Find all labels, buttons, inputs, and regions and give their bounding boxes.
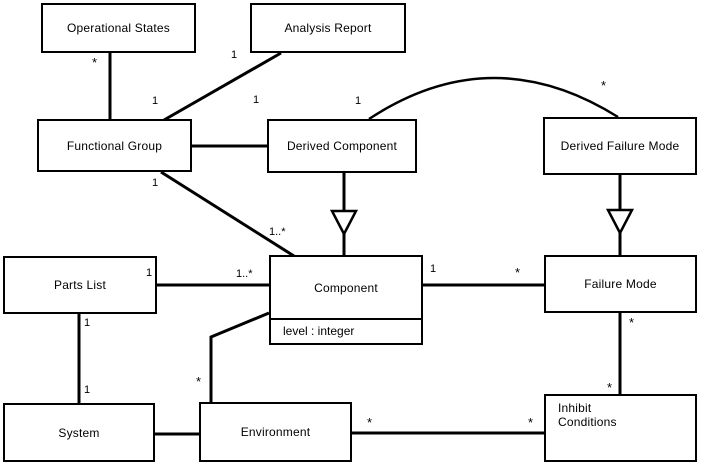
- multiplicity-derived-component-top: 1: [355, 95, 362, 107]
- multiplicity-derived-failure-mode-star: *: [601, 78, 607, 93]
- multiplicity-failure-mode-bottom-star: *: [629, 315, 635, 330]
- class-name-operational-states: Operational States: [67, 21, 170, 35]
- multiplicity-parts-list-bottom: 1: [84, 317, 91, 329]
- class-box-derived-component[interactable]: Derived Component: [267, 119, 417, 173]
- class-name-inhibit-conditions: Inhibit Conditions: [558, 401, 617, 429]
- class-box-system[interactable]: System: [3, 403, 155, 462]
- multiplicity-parts-list-right: 1: [146, 267, 153, 279]
- class-box-inhibit-conditions[interactable]: Inhibit Conditions: [544, 394, 697, 462]
- class-box-component[interactable]: Component level : integer: [269, 255, 423, 345]
- class-name-environment: Environment: [240, 425, 311, 439]
- class-name-component: Component: [314, 280, 378, 295]
- edge-derivedcomponent-derivedfailuremode: [368, 76, 619, 121]
- multiplicity-functional-group-bottom: 1: [152, 177, 159, 189]
- generalization-arrow-failure-mode: [605, 208, 635, 236]
- multiplicity-component-right: 1: [430, 263, 437, 275]
- class-box-failure-mode[interactable]: Failure Mode: [544, 255, 697, 313]
- multiplicity-functional-group-top: 1: [152, 95, 159, 107]
- class-box-operational-states[interactable]: Operational States: [41, 3, 196, 53]
- generalization-arrow-component: [329, 209, 359, 237]
- multiplicity-operational-states-star: *: [92, 55, 98, 70]
- class-attribute-component-level: level : integer: [271, 318, 421, 343]
- edge-functionalgroup-component: [160, 170, 295, 258]
- multiplicity-inhibit-conditions-left-star: *: [528, 415, 534, 430]
- multiplicity-environment-right-star: *: [367, 415, 373, 430]
- class-box-derived-failure-mode[interactable]: Derived Failure Mode: [543, 117, 697, 175]
- class-box-analysis-report[interactable]: Analysis Report: [250, 3, 406, 53]
- multiplicity-environment-top-star: *: [196, 374, 202, 389]
- multiplicity-analysis-report: 1: [231, 49, 238, 61]
- class-name-derived-component: Derived Component: [286, 139, 398, 153]
- multiplicity-derived-component-left: 1: [253, 94, 260, 106]
- class-name-system: System: [58, 425, 100, 440]
- multiplicity-system-top: 1: [84, 384, 91, 396]
- edge-component-environment: [209, 311, 270, 402]
- edge-analysisreport-functionalgroup: [163, 51, 282, 122]
- class-box-environment[interactable]: Environment: [199, 402, 352, 462]
- class-name-analysis-report: Analysis Report: [284, 21, 372, 35]
- multiplicity-inhibit-conditions-top-star: *: [607, 380, 613, 395]
- class-name-failure-mode: Failure Mode: [584, 277, 657, 291]
- class-box-parts-list[interactable]: Parts List: [3, 256, 157, 314]
- class-box-functional-group[interactable]: Functional Group: [37, 119, 192, 172]
- class-name-functional-group: Functional Group: [66, 138, 163, 153]
- class-name-parts-list: Parts List: [53, 278, 106, 292]
- multiplicity-component-topleft: 1..*: [269, 226, 286, 238]
- class-name-derived-failure-mode: Derived Failure Mode: [560, 139, 680, 153]
- multiplicity-component-left: 1..*: [236, 268, 253, 280]
- multiplicity-failure-mode-left-star: *: [515, 265, 521, 280]
